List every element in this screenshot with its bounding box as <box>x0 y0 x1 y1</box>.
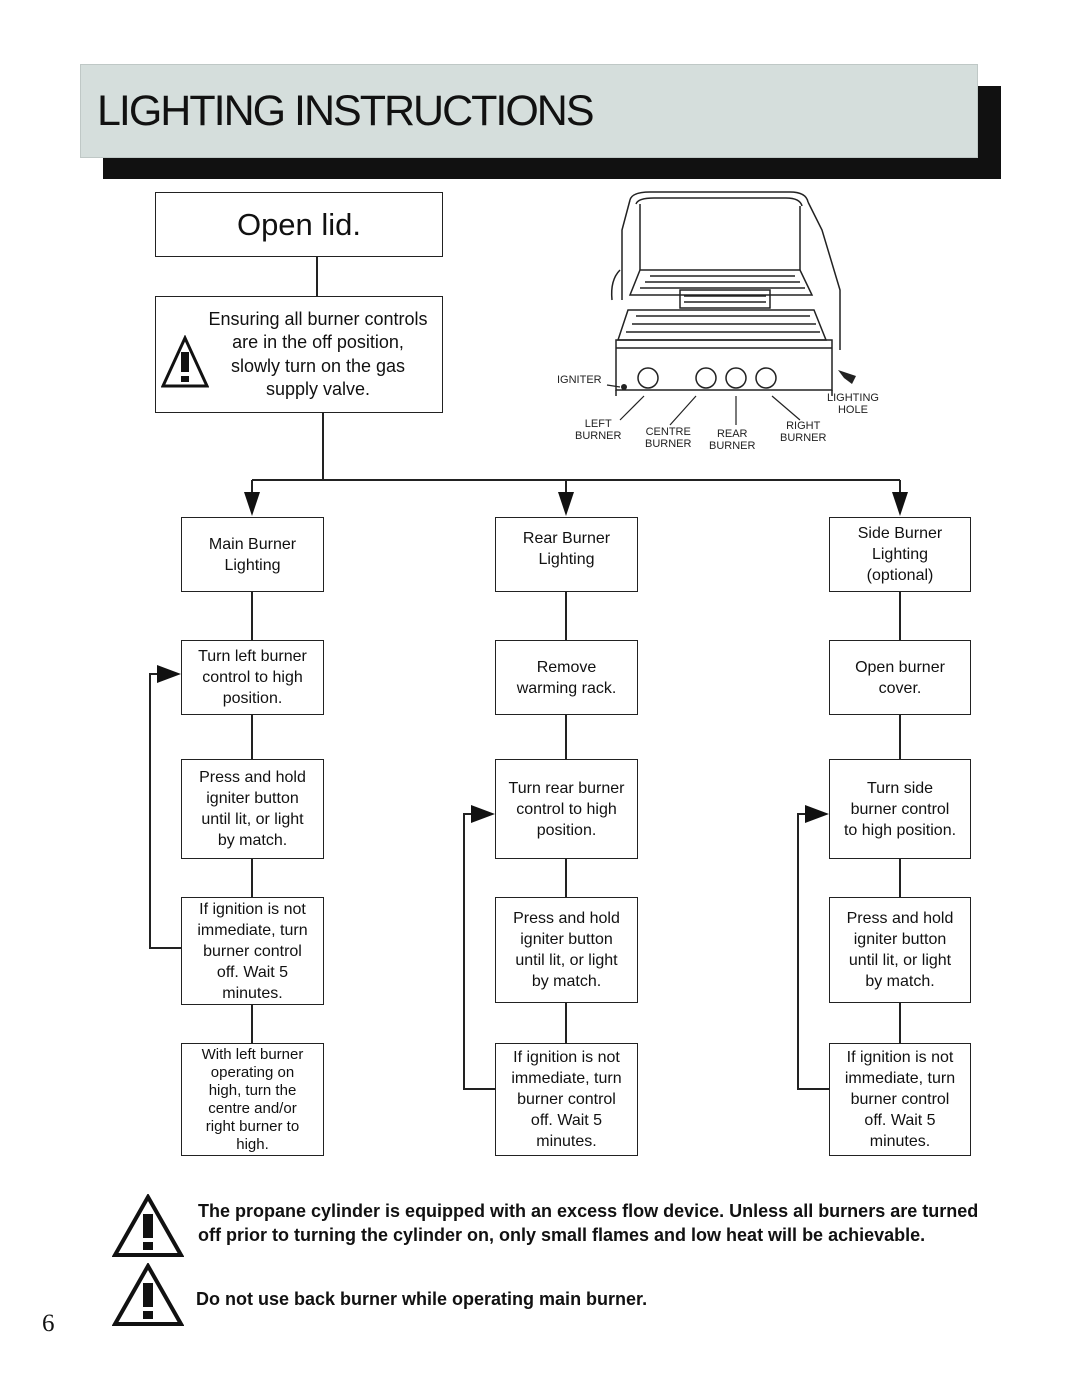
open-lid-text: Open lid. <box>236 206 362 242</box>
rear-step-4: If ignition is not immediate, turn burne… <box>495 1043 638 1156</box>
main-step-2: Press and hold igniter button until lit,… <box>181 759 324 859</box>
main-burner-title: Main Burner Lighting <box>181 517 324 592</box>
side-step-3: Press and hold igniter button until lit,… <box>829 897 971 1003</box>
page-number: 6 <box>42 1310 55 1337</box>
rear-step-1: Remove warming rack. <box>495 640 638 715</box>
rear-burner-label: REAR BURNER <box>709 428 756 452</box>
side-step-1: Open burner cover. <box>829 640 971 715</box>
title-banner: LIGHTING INSTRUCTIONS <box>80 64 978 158</box>
back-burner-warning: Do not use back burner while operating m… <box>196 1289 648 1309</box>
side-step-2: Turn side burner control to high positio… <box>829 759 971 859</box>
gas-valve-text: Ensuring all burner controls are in the … <box>208 308 428 400</box>
rear-step-3: Press and hold igniter button until lit,… <box>495 897 638 1003</box>
warning-icon <box>112 1194 184 1257</box>
warning-icon <box>161 335 209 388</box>
warning-icon <box>112 1263 184 1326</box>
side-step-4: If ignition is not immediate, turn burne… <box>829 1043 971 1156</box>
diagram-callouts <box>606 384 801 426</box>
igniter-label: IGNITER <box>557 374 602 386</box>
lighting-hole-label: LIGHTING HOLE <box>827 392 879 416</box>
side-burner-title: Side Burner Lighting (optional) <box>829 517 971 592</box>
centre-burner-label: CENTRE BURNER <box>645 426 692 450</box>
rear-burner-title: Rear Burner Lighting <box>495 517 638 592</box>
main-step-3: If ignition is not immediate, turn burne… <box>181 897 324 1005</box>
grill-illustration <box>610 191 856 396</box>
excess-flow-warning: The propane cylinder is equipped with an… <box>198 1201 979 1245</box>
open-lid-step: Open lid. <box>155 192 443 257</box>
page-title: LIGHTING INSTRUCTIONS <box>97 87 595 135</box>
right-burner-label: RIGHT BURNER <box>780 420 827 444</box>
left-burner-label: LEFT BURNER <box>575 418 622 442</box>
main-step-4: With left burner operating on high, turn… <box>181 1043 324 1156</box>
main-step-1: Turn left burner control to high positio… <box>181 640 324 715</box>
rear-step-2: Turn rear burner control to high positio… <box>495 759 638 859</box>
gas-valve-step: Ensuring all burner controls are in the … <box>155 296 443 413</box>
